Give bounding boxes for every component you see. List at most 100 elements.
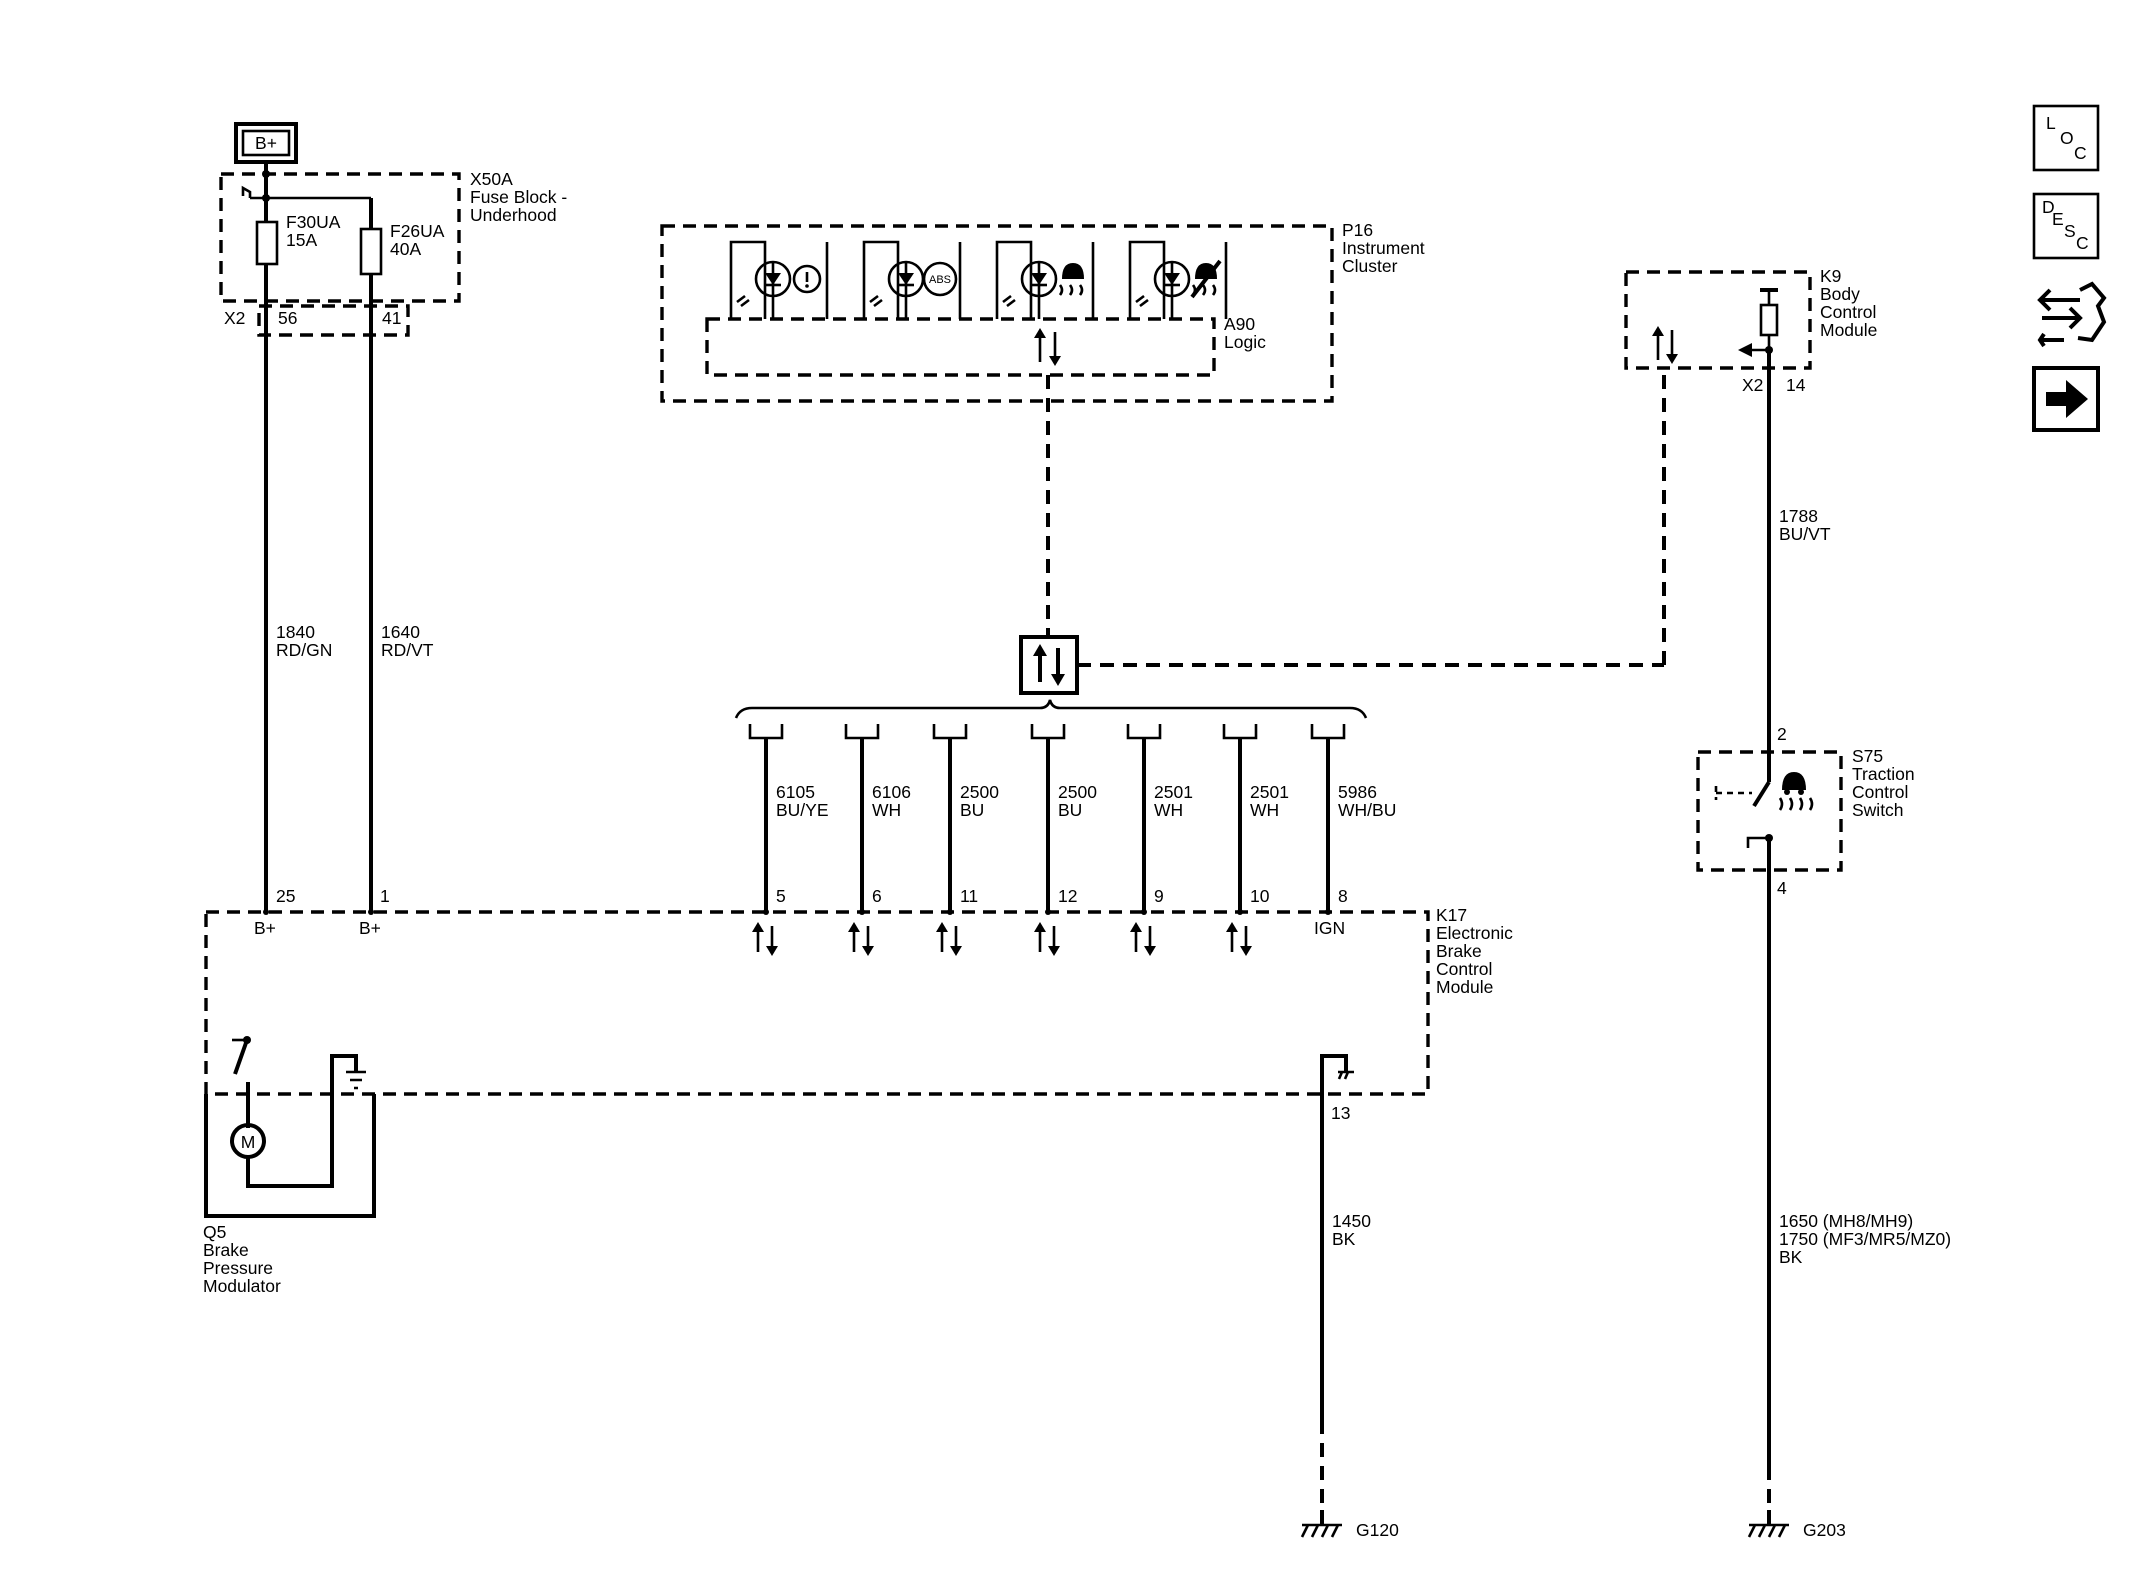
wire-g203-line2: 1750 (MF3/MR5/MZ0) xyxy=(1779,1229,1951,1249)
fuse-f30ua-name: F30UA xyxy=(286,212,341,232)
data-arrows xyxy=(1226,922,1252,956)
bus-wire-circuit: 2501 xyxy=(1250,782,1289,802)
bus-wire-circuit: 6105 xyxy=(776,782,815,802)
ebcm-desc3: Control xyxy=(1436,959,1492,979)
abs-indicator: ABS xyxy=(862,240,962,319)
ebcm-pin: 10 xyxy=(1250,886,1270,906)
wire-1840-color: RD/GN xyxy=(276,640,332,660)
desc-letter-d: D xyxy=(2042,197,2055,217)
brake-warning-icon xyxy=(792,264,822,294)
bcm-name: K9 xyxy=(1820,266,1841,286)
ebcm-pin: 9 xyxy=(1154,886,1164,906)
bcm-k9: K9 Body Control Module X2 14 xyxy=(1624,266,1877,395)
abs-text: ABS xyxy=(929,274,951,286)
ebcm-pin: 11 xyxy=(960,886,978,906)
fuse-f26ua-symbol xyxy=(359,227,383,276)
desc-letter-e: E xyxy=(2052,209,2064,229)
cluster-name: P16 xyxy=(1342,220,1373,240)
modulator-desc1: Brake xyxy=(203,1240,249,1260)
fuse-block-name: X50A xyxy=(470,169,513,189)
switch-desc2: Control xyxy=(1852,782,1908,802)
loc-button[interactable]: L O C xyxy=(2032,104,2100,172)
logic-data-arrows xyxy=(1034,328,1061,366)
next-arrow-button[interactable] xyxy=(2032,366,2100,432)
data-arrows xyxy=(1130,922,1156,956)
cluster-desc1: Instrument xyxy=(1342,238,1425,258)
wire-1640-color: RD/VT xyxy=(381,640,434,660)
wire-1450-color: BK xyxy=(1332,1229,1356,1249)
fuse-block-desc1: Fuse Block - xyxy=(470,187,567,207)
connector-repair-icon[interactable] xyxy=(2037,281,2107,348)
modulator-desc2: Pressure xyxy=(203,1258,273,1278)
fuse-f26ua-rating: 40A xyxy=(390,239,421,259)
bus-wire-color: WH xyxy=(1154,800,1183,820)
ebcm-pin: 6 xyxy=(872,886,882,906)
fuse-f30ua-rating: 15A xyxy=(286,230,317,250)
switch-pin-bottom: 4 xyxy=(1777,878,1787,898)
wire-1840-circuit: 1840 xyxy=(276,622,315,642)
loc-letter-c: C xyxy=(2074,143,2087,163)
bus-wire-color: WH xyxy=(1250,800,1279,820)
bcm-desc1: Body xyxy=(1820,284,1860,304)
traction-control-icon xyxy=(1778,772,1814,811)
fuse-block-connector: X2 xyxy=(224,308,245,328)
fuse-f30ua-symbol xyxy=(255,220,279,266)
traction-off-icon xyxy=(1190,259,1222,299)
bus-wire-color: WH/BU xyxy=(1338,800,1396,820)
bus-connector xyxy=(844,724,880,740)
wire-1640-circuit: 1640 xyxy=(381,622,420,642)
data-arrows xyxy=(848,922,874,956)
bus-connector xyxy=(748,724,784,740)
abs-icon xyxy=(922,261,958,297)
bus-connector xyxy=(932,724,968,740)
ground-g120-label: G120 xyxy=(1356,1520,1399,1540)
switch-pin-top: 2 xyxy=(1777,724,1787,744)
wire-1450-circuit: 1450 xyxy=(1332,1211,1371,1231)
bus-connector xyxy=(1222,724,1258,740)
data-arrows xyxy=(936,922,962,956)
modulator-name: Q5 xyxy=(203,1222,226,1242)
ground-g203-symbol xyxy=(1747,1510,1789,1538)
brake-warning-indicator xyxy=(729,240,829,319)
fuse-f26ua-name: F26UA xyxy=(390,221,445,241)
bus-connector xyxy=(1126,724,1162,740)
data-arrows xyxy=(1034,922,1060,956)
traction-control-off-indicator xyxy=(1128,240,1228,319)
desc-letter-s: S xyxy=(2064,221,2076,241)
ground-g120-symbol xyxy=(1300,1510,1342,1538)
bus-wire-circuit: 5986 xyxy=(1338,782,1377,802)
wire-g203-color: BK xyxy=(1779,1247,1803,1267)
wire-1788-circuit: 1788 xyxy=(1779,506,1818,526)
serial-data-gateway xyxy=(1019,635,1079,695)
bcm-desc3: Module xyxy=(1820,320,1877,340)
ebcm-pin-25: 25 xyxy=(276,886,295,906)
ebcm-pin: 5 xyxy=(776,886,786,906)
fuse-block-desc2: Underhood xyxy=(470,205,557,225)
bus-connector xyxy=(1310,724,1346,740)
cluster-desc2: Cluster xyxy=(1342,256,1398,276)
switch-desc1: Traction xyxy=(1852,764,1915,784)
ebcm-desc4: Module xyxy=(1436,977,1493,997)
bus-wire-circuit: 2500 xyxy=(1058,782,1097,802)
ebcm-k17: K17 Electronic Brake Control Module 25 1… xyxy=(204,886,1513,1135)
desc-button[interactable]: D E S C xyxy=(2032,192,2100,260)
bus-wire-color: WH xyxy=(872,800,901,820)
bus-wire-color: BU xyxy=(960,800,984,820)
switch-name: S75 xyxy=(1852,746,1883,766)
ebcm-pin-1-label: B+ xyxy=(359,918,381,938)
ebcm-pin: 12 xyxy=(1058,886,1077,906)
motor-label: M xyxy=(241,1132,256,1152)
ground-g203-label: G203 xyxy=(1803,1520,1846,1540)
ebcm-desc1: Electronic xyxy=(1436,923,1513,943)
bus-wire-circuit: 6106 xyxy=(872,782,911,802)
instrument-cluster-p16: P16 Instrument Cluster A90 Logic ABS xyxy=(660,220,1425,403)
fuse-f30ua-pin: 56 xyxy=(278,308,297,328)
traction-control-icon xyxy=(1058,263,1084,296)
